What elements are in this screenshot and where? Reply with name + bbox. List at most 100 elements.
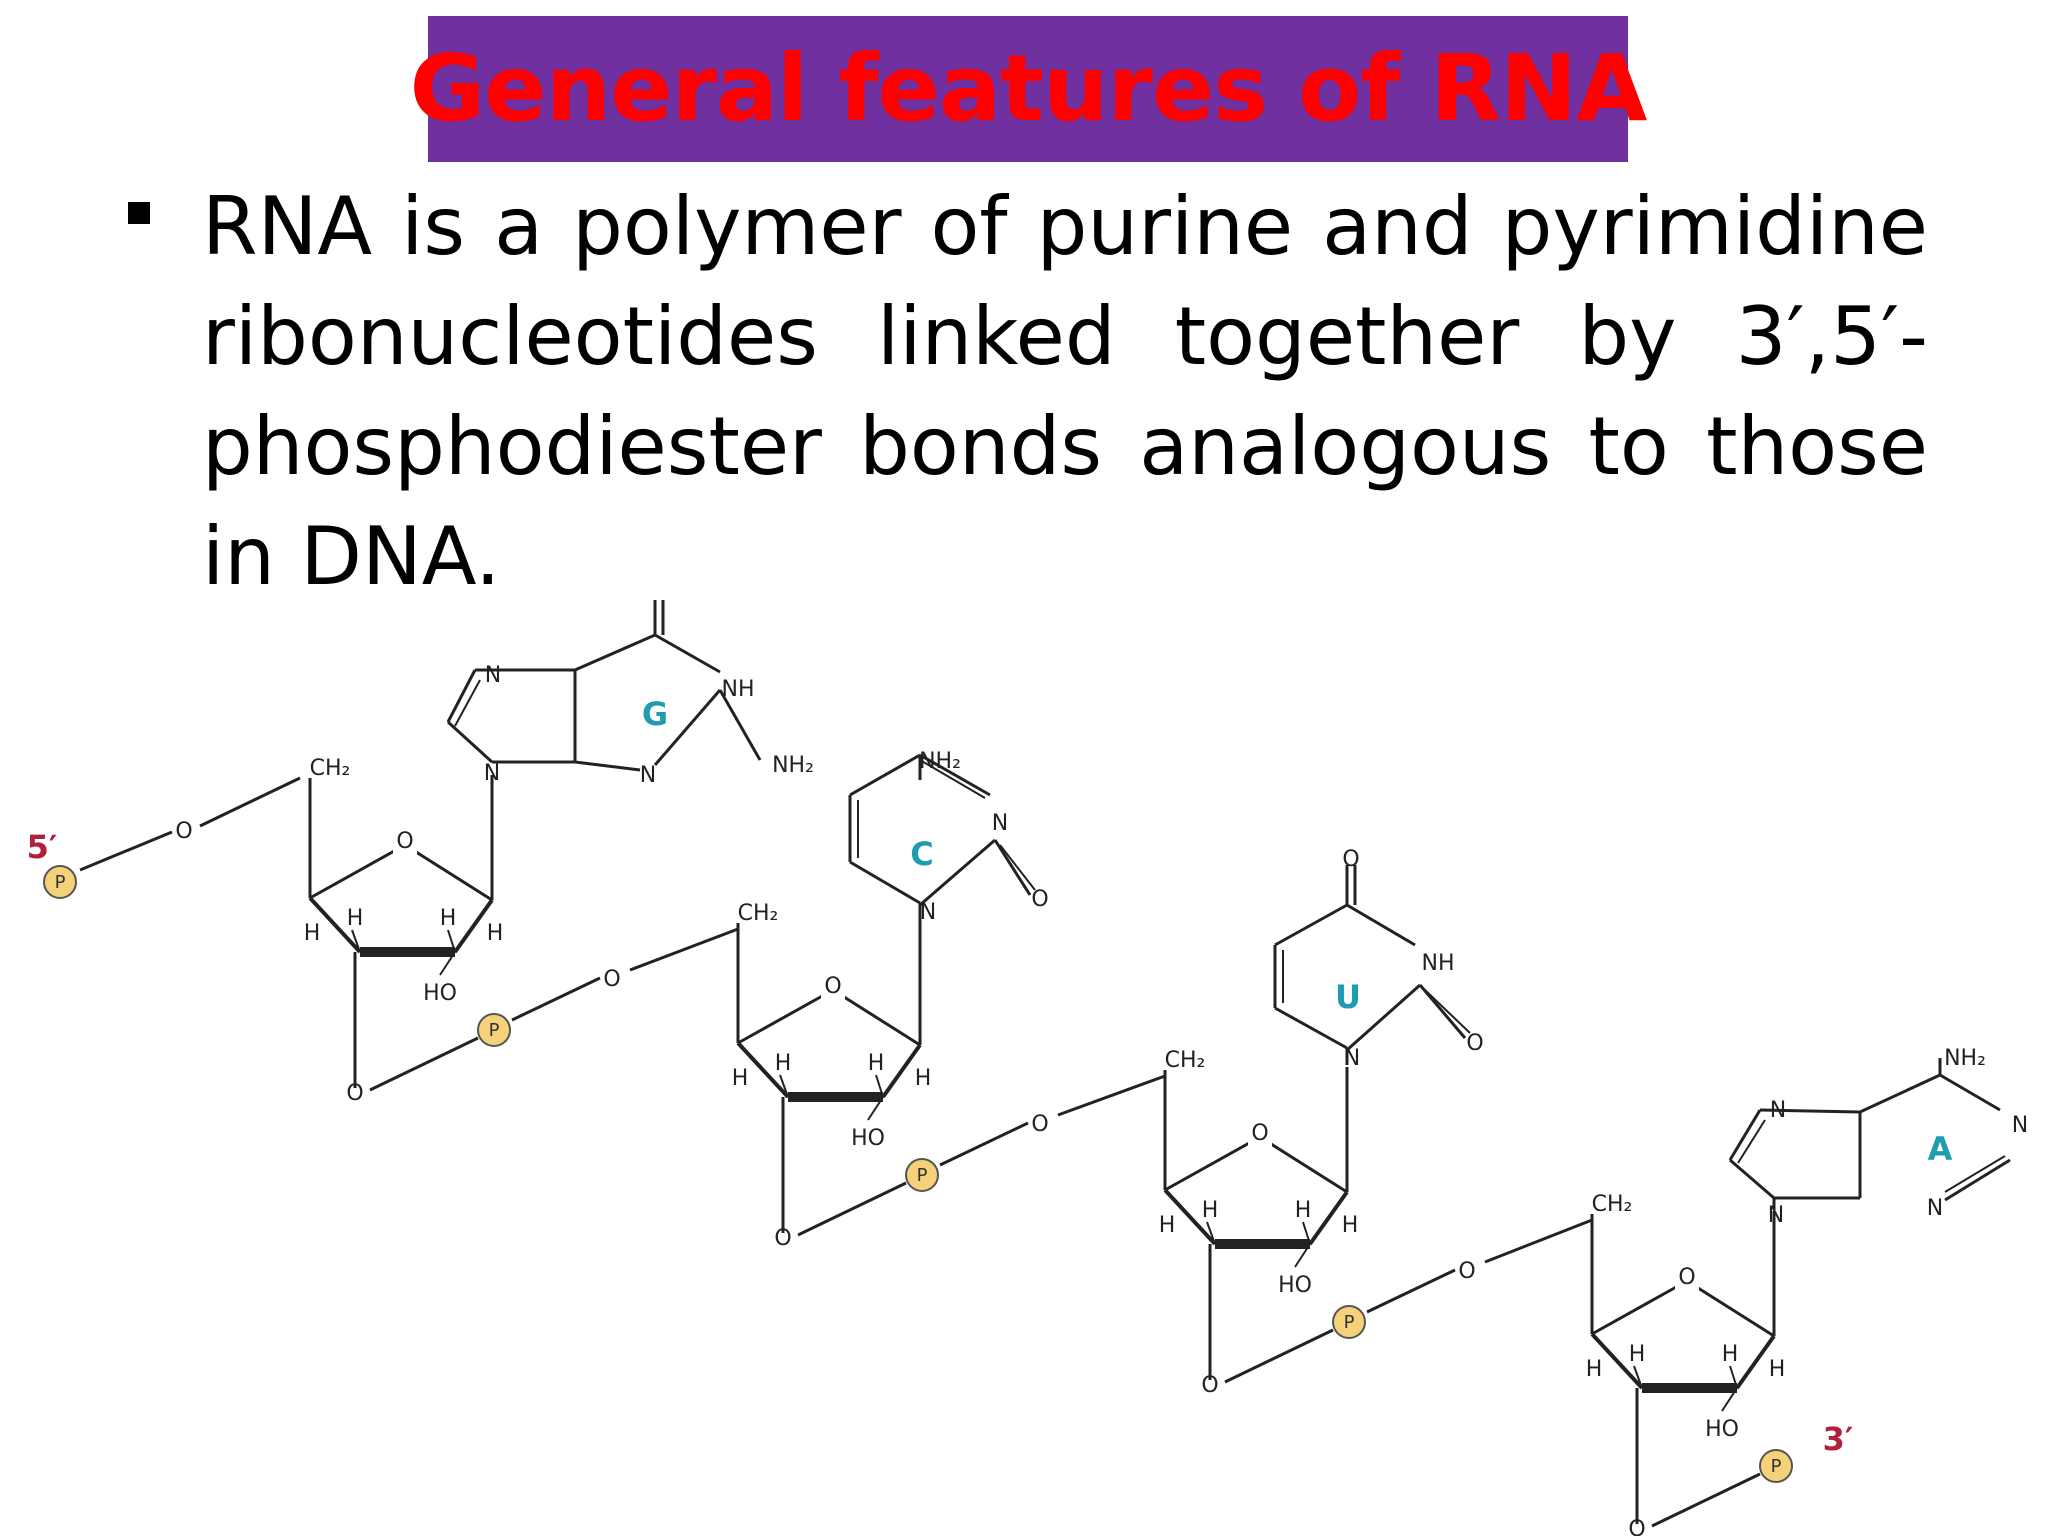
- slide-title: General features of RNA: [409, 35, 1648, 142]
- nitrogen-label: N: [920, 900, 936, 925]
- nitrogen-label: N: [992, 811, 1008, 836]
- linker-bond: [1057, 1074, 1166, 1117]
- h-bond: [1206, 1221, 1216, 1245]
- hydrogen-label: H: [1769, 1357, 1786, 1382]
- nitrogen-label: N: [1344, 1046, 1360, 1071]
- base-bond: [446, 720, 494, 764]
- phosphate-label: P: [55, 872, 66, 893]
- ring-bond: [832, 988, 921, 1047]
- ring-bond: [736, 1041, 790, 1099]
- phosphate-label: P: [917, 1165, 928, 1186]
- ring-oxygen: O: [1678, 1265, 1695, 1290]
- hydrogen-label: H: [1342, 1213, 1359, 1238]
- hydroxyl-label: HO: [1278, 1273, 1312, 1298]
- hydrogen-label: H: [1202, 1198, 1219, 1223]
- base-bond: [919, 759, 986, 799]
- nh2-label: NH₂: [919, 749, 961, 774]
- ring-oxygen: O: [396, 829, 413, 854]
- base-bond: [574, 633, 656, 672]
- three-prime-label: 3′: [1823, 1420, 1854, 1458]
- base-bond: [1346, 903, 1416, 947]
- base-bond: [1944, 1155, 2006, 1193]
- oh-bond: [1294, 1243, 1311, 1268]
- nh2-label: NH₂: [772, 753, 814, 778]
- h-bond: [351, 929, 361, 953]
- nh2-label: NH₂: [1944, 1046, 1986, 1071]
- h-bond: [1633, 1365, 1643, 1389]
- nitrogen-label: N: [485, 663, 501, 688]
- nitrogen-label: N: [1770, 1098, 1786, 1123]
- phospho-bond: [1651, 1472, 1761, 1528]
- nh-label: NH: [1422, 951, 1455, 976]
- base-bond: [1859, 1073, 1941, 1114]
- linker-bond: [939, 1121, 1029, 1167]
- base-bond: [454, 679, 481, 727]
- ring-bond: [308, 896, 362, 954]
- phospho-bond: [1224, 1328, 1334, 1384]
- hydroxyl-label: HO: [423, 981, 457, 1006]
- hydrogen-label: H: [732, 1066, 749, 1091]
- base-bond: [446, 669, 477, 723]
- ring-bond: [737, 988, 834, 1045]
- phosphate-icon: [1332, 1305, 1366, 1339]
- hydroxyl-label: HO: [851, 1126, 885, 1151]
- hydrogen-label: H: [868, 1051, 885, 1076]
- phosphate-icon: [477, 1013, 511, 1047]
- phospho-oxygen: O: [774, 1226, 791, 1251]
- base-bond: [1274, 903, 1348, 947]
- oh-bond: [439, 951, 456, 976]
- base-bond: [993, 839, 1032, 896]
- base-bond: [1346, 983, 1421, 1052]
- base-bond: [1274, 1006, 1348, 1050]
- base-bond: [654, 633, 721, 674]
- phosphate-icon: [43, 865, 77, 899]
- phospho-oxygen: O: [1201, 1373, 1218, 1398]
- square-bullet-icon: [128, 202, 150, 224]
- linker-oxygen: O: [603, 967, 620, 992]
- hydrogen-label: H: [1295, 1198, 1312, 1223]
- h-bond: [779, 1074, 789, 1098]
- linker-oxygen: O: [175, 819, 192, 844]
- base-bond: [919, 838, 996, 907]
- hydrogen-label: H: [440, 906, 457, 931]
- base-bond: [999, 844, 1036, 891]
- nitrogen-label: N: [2012, 1113, 2028, 1138]
- ring-bond: [309, 843, 406, 900]
- ch2-label: CH₂: [310, 756, 351, 781]
- carbonyl-oxygen: O: [1342, 847, 1359, 872]
- nitrogen-label: N: [640, 763, 656, 788]
- ring-bond: [1259, 1135, 1348, 1194]
- ring-bond: [1735, 1334, 1776, 1390]
- hydrogen-label: H: [487, 921, 504, 946]
- hydrogen-label: H: [915, 1066, 932, 1091]
- ring-bond: [1163, 1188, 1217, 1246]
- h-bond: [447, 929, 456, 953]
- ring-o-mask: [821, 973, 845, 999]
- hydrogen-label: H: [347, 906, 364, 931]
- ring-bond: [404, 843, 493, 902]
- ring-o-mask: [393, 828, 417, 854]
- base-bond: [1418, 984, 1467, 1039]
- carbonyl-oxygen: O: [1031, 887, 1048, 912]
- bullet-point: RNA is a polymer of purine and pyrimidin…: [128, 172, 1928, 603]
- phosphate-label: P: [1344, 1312, 1355, 1333]
- phosphate-label: P: [489, 1020, 500, 1041]
- ch2-label: CH₂: [1165, 1048, 1206, 1073]
- ch2-label: CH₂: [738, 901, 779, 926]
- base-letter-a: A: [1928, 1130, 1953, 1168]
- base-bond: [653, 689, 722, 766]
- phospho-bond: [369, 1036, 479, 1092]
- hydrogen-label: H: [1586, 1357, 1603, 1382]
- base-bond: [1728, 1109, 1762, 1161]
- five-prime-label: 5′: [27, 828, 58, 866]
- phosphate-icon: [905, 1158, 939, 1192]
- h-bond: [1729, 1365, 1738, 1389]
- base-bond: [574, 760, 641, 772]
- hydrogen-label: H: [304, 921, 321, 946]
- hydrogen-label: H: [775, 1051, 792, 1076]
- base-bond: [849, 753, 921, 797]
- ring-bond: [1308, 1190, 1349, 1246]
- ring-bond: [1164, 1135, 1261, 1192]
